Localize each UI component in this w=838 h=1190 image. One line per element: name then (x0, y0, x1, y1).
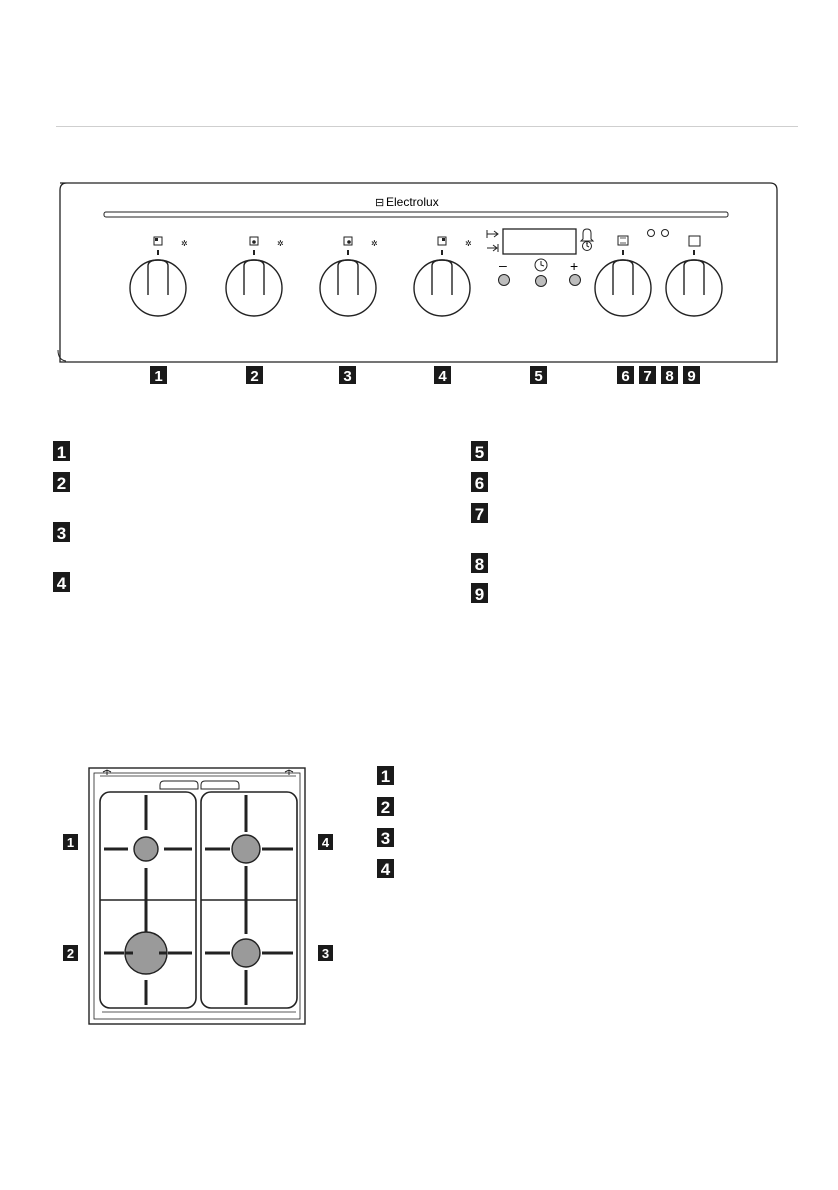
knob-grip (147, 259, 169, 295)
callout-1: 1 (154, 368, 162, 385)
plus-label: + (570, 258, 578, 274)
knob-9[interactable] (665, 235, 723, 317)
control-panel: ⊟ Electrolux ✲ ✲ ✲ (57, 182, 778, 363)
knob-ring (665, 259, 723, 317)
legend-3: 3 (57, 524, 66, 543)
duration-icon (486, 230, 499, 238)
top-divider (56, 126, 798, 127)
knob-ring (129, 259, 187, 317)
high-heat-icon: ✲ (277, 239, 284, 248)
callout-8: 8 (665, 368, 673, 385)
zone-front-right-icon (437, 236, 447, 246)
hinge-right-icon (284, 769, 294, 775)
zone-rear-left-icon (249, 236, 259, 246)
hob-legend-1: 1 (381, 767, 390, 786)
indicator-lamp-8 (661, 229, 669, 237)
knob-2[interactable]: ✲ (225, 236, 284, 317)
panel-callouts: 1 2 3 4 5 6 7 8 9 (150, 366, 700, 385)
knob-3[interactable]: ✲ (319, 236, 378, 317)
hob-outline (88, 767, 306, 1025)
legend-1: 1 (57, 443, 66, 462)
legend-4: 4 (57, 574, 67, 593)
knob-grip (243, 259, 265, 295)
clock-function-icon (534, 258, 548, 272)
hob-callout-2: 2 (67, 946, 74, 961)
callout-6: 6 (621, 368, 629, 385)
high-heat-icon: ✲ (465, 239, 472, 248)
brand-logo-icon: ⊟ (375, 197, 384, 209)
legend-2: 2 (57, 474, 66, 493)
burner-1 (133, 836, 159, 862)
knob-ring (594, 259, 652, 317)
burner-3 (231, 938, 261, 968)
panel-legend: 1 2 3 4 5 6 7 8 9 (53, 441, 488, 604)
hob-callout-1: 1 (67, 835, 74, 850)
burner-4 (231, 834, 261, 864)
hob-legend-2: 2 (381, 798, 390, 817)
callout-4: 4 (438, 368, 447, 385)
knob-4[interactable]: ✲ (413, 236, 472, 317)
knob-6[interactable] (594, 235, 652, 317)
legend-6: 6 (475, 474, 484, 493)
knob-ring (319, 259, 377, 317)
clock-button[interactable] (535, 275, 547, 287)
high-heat-icon: ✲ (371, 239, 378, 248)
hob-callout-3: 3 (322, 946, 329, 961)
callout-9: 9 (687, 368, 695, 385)
knob-ring (225, 259, 283, 317)
panel-corner (57, 349, 67, 362)
hinge-left-icon (102, 769, 112, 775)
knob-1[interactable]: ✲ (129, 236, 188, 317)
minus-label: – (499, 257, 507, 273)
brand-name: Electrolux (386, 195, 439, 209)
timer-display-screen (502, 228, 577, 255)
legend-8: 8 (475, 555, 484, 574)
zone-front-left-icon (153, 236, 163, 246)
hob-legend-3: 3 (381, 829, 390, 848)
legend-9: 9 (475, 585, 484, 604)
callout-7: 7 (643, 368, 651, 385)
zone-rear-right-icon (343, 236, 353, 246)
callout-3: 3 (343, 368, 351, 385)
hob-callout-4: 4 (322, 835, 330, 850)
callout-2: 2 (250, 368, 258, 385)
callout-5: 5 (534, 368, 542, 385)
knob-ring (413, 259, 471, 317)
bell-icon (579, 228, 595, 244)
end-time-icon (487, 244, 499, 252)
high-heat-icon: ✲ (181, 239, 188, 248)
control-panel-outline (59, 182, 778, 363)
indicator-lamp-7 (647, 229, 655, 237)
clock-icon (582, 241, 592, 251)
hob-diagram (88, 767, 306, 1025)
plus-button[interactable] (569, 274, 581, 286)
legend-7: 7 (475, 505, 484, 524)
minus-button[interactable] (498, 274, 510, 286)
hob-legend: 1 2 3 4 (377, 766, 394, 879)
hob-callouts: 1 2 4 3 (63, 834, 333, 961)
legend-5: 5 (475, 443, 484, 462)
hob-legend-4: 4 (381, 860, 391, 879)
knob-grip (683, 259, 705, 295)
timer-display-unit: – + (486, 228, 595, 287)
knob-grip (612, 259, 634, 295)
knob-grip (337, 259, 359, 295)
oven-temperature-icon (688, 235, 701, 247)
oven-function-icon (617, 235, 629, 246)
panel-trim-strip (103, 211, 729, 218)
knob-grip (431, 259, 453, 295)
